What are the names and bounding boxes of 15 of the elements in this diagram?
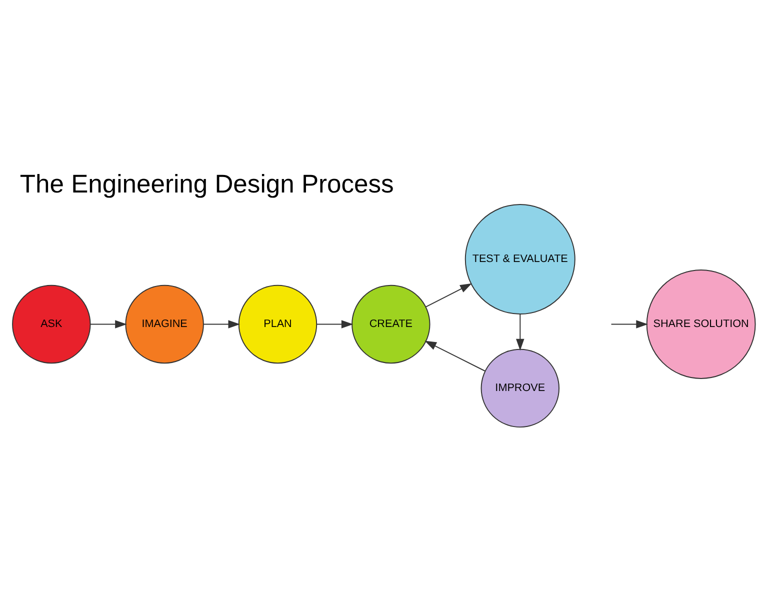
- node-circle: SHARE SOLUTION: [646, 269, 756, 378]
- arrow: [424, 340, 486, 371]
- diagram-title: The Engineering Design Process: [20, 170, 394, 198]
- node-circle: ASK: [12, 284, 91, 364]
- node-circle: TEST & EVALUATE: [464, 204, 576, 314]
- arrow: [426, 282, 472, 307]
- node-circle: PLAN: [238, 284, 318, 364]
- arrow: [203, 320, 240, 328]
- node-circle: IMPROVE: [480, 348, 560, 428]
- node-circle: IMAGINE: [125, 284, 204, 364]
- node-circle: CREATE: [352, 284, 430, 364]
- arrow: [516, 313, 524, 350]
- arrow: [90, 320, 127, 328]
- arrow: [610, 320, 648, 328]
- arrow: [316, 320, 354, 328]
